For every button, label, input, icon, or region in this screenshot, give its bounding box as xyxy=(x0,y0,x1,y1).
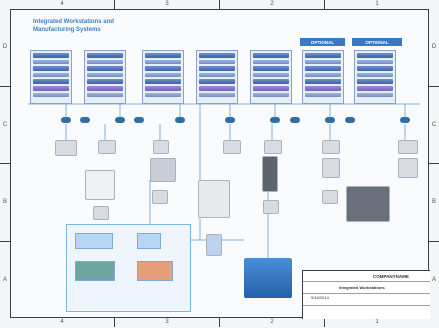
zone-label: 4 xyxy=(60,1,64,7)
network-switch-icon xyxy=(400,117,410,123)
optional-banner: OPTIONAL xyxy=(300,38,345,46)
cloud-server-icon xyxy=(244,258,292,298)
server-rack xyxy=(142,50,184,104)
server-tile-icon xyxy=(75,233,113,249)
workstation-icon xyxy=(152,190,168,204)
server-rack xyxy=(196,50,238,104)
network-switch-icon xyxy=(175,117,185,123)
server-rack xyxy=(250,50,292,104)
drawing-title: Integrated Workstations xyxy=(339,285,385,290)
robot-arm-icon xyxy=(85,170,115,200)
zone-ruler-right: D C B A xyxy=(429,9,439,318)
machine-icon xyxy=(322,158,340,178)
machine-icon xyxy=(398,158,418,178)
zone-label: B xyxy=(429,163,439,241)
title-block: COMPANYNAME Integrated Workstations 9/16… xyxy=(302,270,430,319)
zone-label: 1 xyxy=(324,318,429,327)
zone-label: A xyxy=(0,240,10,319)
zone-ruler-left: D C B A xyxy=(0,9,10,318)
server-tile-icon xyxy=(137,233,161,249)
storage-tile-icon xyxy=(75,261,115,281)
printer-icon xyxy=(198,180,230,218)
network-switch-icon xyxy=(325,117,335,123)
network-switch-icon xyxy=(345,117,355,123)
machine-icon xyxy=(262,156,278,192)
company-name: COMPANYNAME xyxy=(373,274,409,279)
storage-tile-icon xyxy=(137,261,173,281)
zone-label: B xyxy=(0,163,10,241)
workstation-icon xyxy=(398,140,418,154)
zone-label: D xyxy=(2,44,8,51)
zone-label: D xyxy=(431,44,437,51)
workstation-icon xyxy=(93,206,109,220)
workstation-icon xyxy=(98,140,116,154)
machine-icon xyxy=(150,158,176,182)
workstation-icon xyxy=(322,140,340,154)
workstation-icon xyxy=(322,190,338,204)
zone-label: 3 xyxy=(114,318,219,327)
server-rack xyxy=(354,50,396,104)
zone-ruler-bottom: 4 3 2 1 xyxy=(10,318,429,327)
network-switch-icon xyxy=(290,117,300,123)
zone-ruler-top: 4 3 2 1 xyxy=(10,0,429,9)
drawing-date: 9/16/2014 xyxy=(311,295,329,300)
network-switch-icon xyxy=(225,117,235,123)
zone-label: A xyxy=(429,240,439,319)
cnc-machine-icon xyxy=(346,186,390,222)
zone-label: 4 xyxy=(60,319,64,325)
network-switch-icon xyxy=(270,117,280,123)
workstation-icon xyxy=(55,140,77,156)
workstation-icon xyxy=(264,140,282,154)
network-switch-icon xyxy=(61,117,71,123)
zone-label: 2 xyxy=(219,318,324,327)
diagram-title: Integrated Workstations and Manufacturin… xyxy=(33,19,114,33)
zone-label: C xyxy=(429,85,439,164)
workstation-icon xyxy=(223,140,241,154)
office-network-group xyxy=(66,224,191,312)
zone-label: C xyxy=(0,85,10,164)
server-tower-icon xyxy=(206,234,222,256)
network-switch-icon xyxy=(115,117,125,123)
optional-banner: OPTIONAL xyxy=(352,38,402,46)
network-switch-icon xyxy=(80,117,90,123)
zone-label: 1 xyxy=(324,0,429,9)
zone-label: 3 xyxy=(114,0,219,9)
server-rack xyxy=(30,50,72,104)
server-rack xyxy=(84,50,126,104)
server-rack xyxy=(302,50,344,104)
network-switch-icon xyxy=(134,117,144,123)
workstation-icon xyxy=(153,140,169,154)
zone-label: 2 xyxy=(219,0,324,9)
workstation-icon xyxy=(263,200,279,214)
